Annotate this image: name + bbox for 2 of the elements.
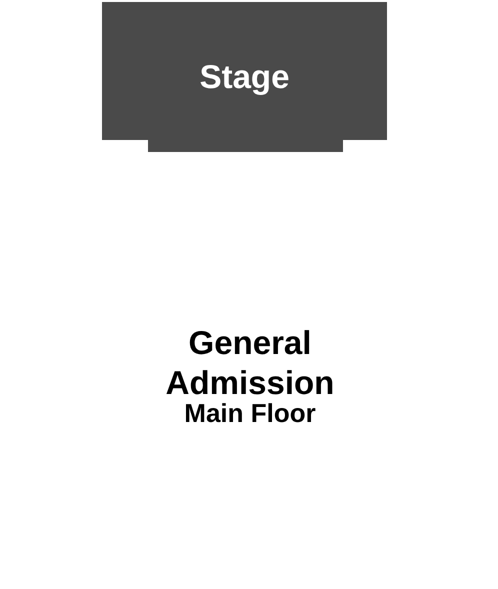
stage-label: Stage xyxy=(200,57,290,96)
stage-platform xyxy=(102,2,387,152)
